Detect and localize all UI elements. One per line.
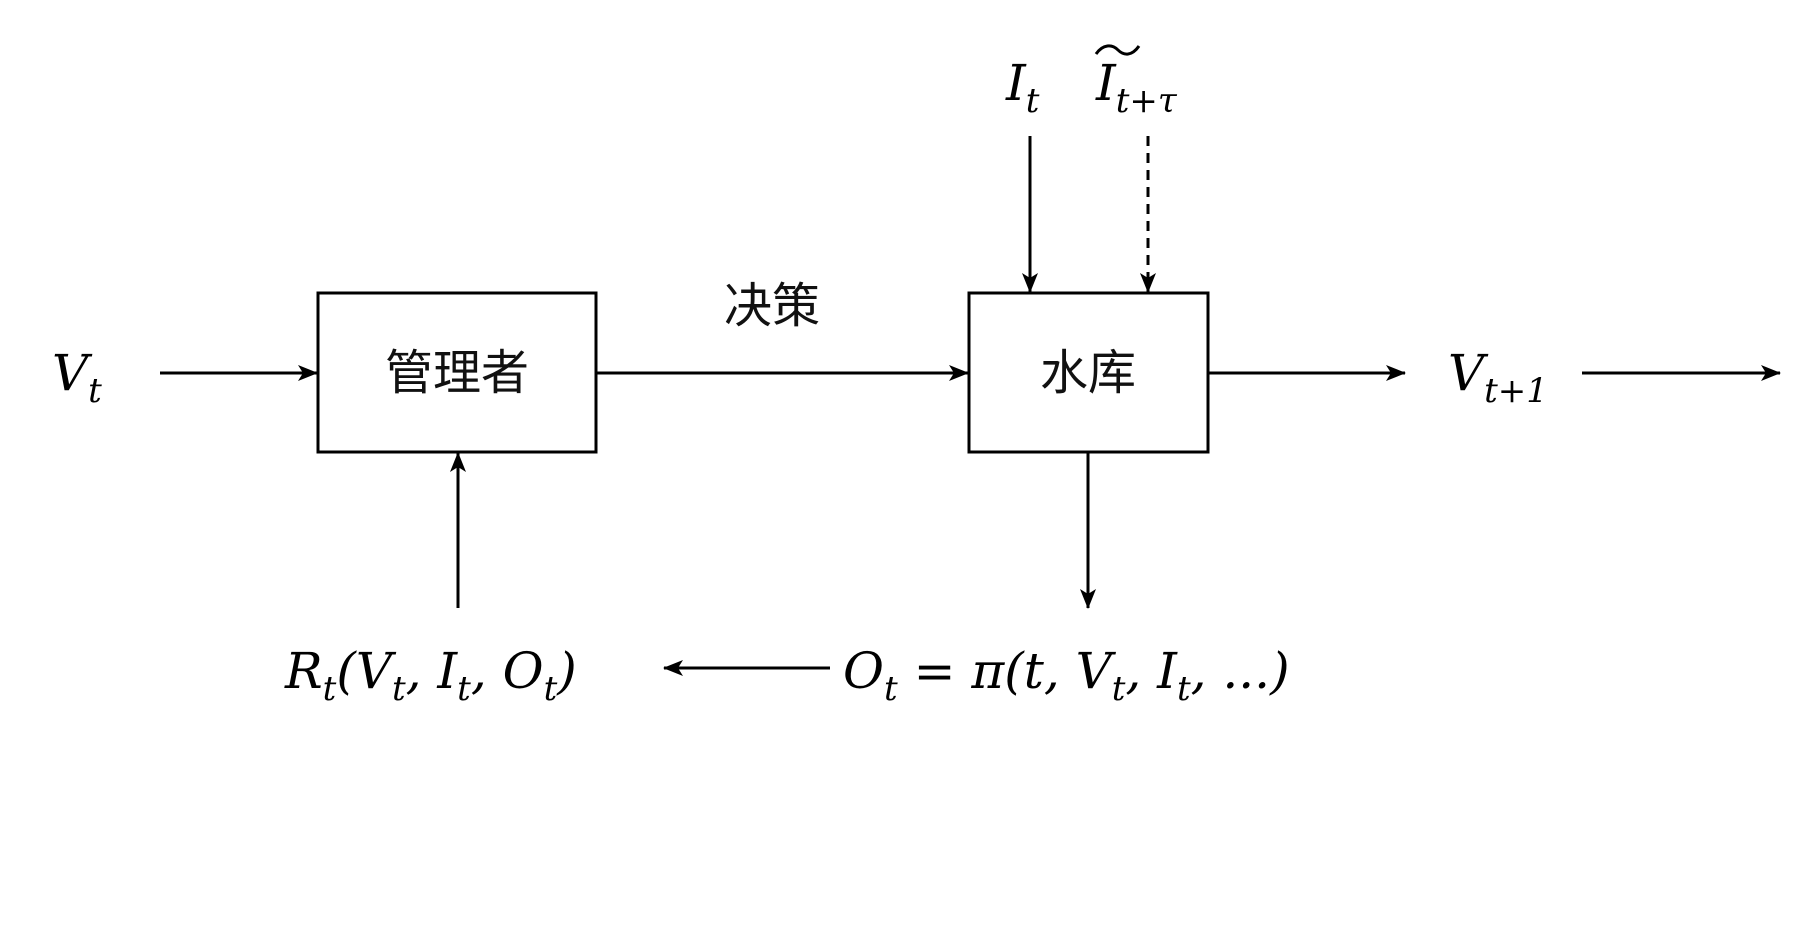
reward-formula: Rt(Vt, It, Ot) [284,642,577,709]
i-forecast-label: It+τ [1095,54,1178,121]
decision-label: 决策 [724,278,820,334]
tilde-accent [1094,44,1141,56]
reservoir-label: 水库 [1040,345,1136,401]
outflow-formula: Ot = π(t, Vt, It, ...) [843,642,1290,709]
manager-label: 管理者 [385,345,529,401]
i-t-label: It [1005,54,1040,121]
v-t1-label: Vt+1 [1448,344,1548,411]
v-t-label: Vt [52,344,102,411]
